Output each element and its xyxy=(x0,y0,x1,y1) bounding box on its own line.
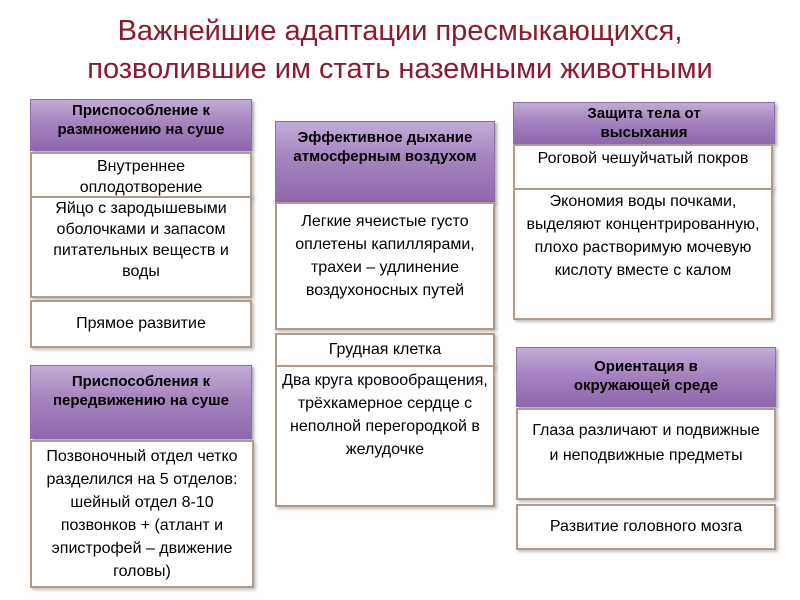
locomotion-item-spine: Позвоночный отдел четко разделился на 5 … xyxy=(30,440,254,588)
reproduction-item-direct-development: Прямое развитие xyxy=(30,300,252,348)
protection-header: Защита тела от высыхания xyxy=(513,102,775,144)
orientation-item-eyes: Глаза различают и подвижные и неподвижны… xyxy=(516,408,776,500)
reproduction-header: Приспособление к размножению на суше xyxy=(30,99,252,151)
title-line-1: Важнейшие адаптации пресмыкающихся, xyxy=(117,15,683,47)
slide-title: Важнейшие адаптации пресмыкающихся, позв… xyxy=(0,12,800,88)
protection-item-scales: Роговой чешуйчатый покров xyxy=(513,144,773,190)
locomotion-header: Приспособления к передвижению на суше xyxy=(30,365,252,439)
title-line-2: позволившие им стать наземными животными xyxy=(87,53,713,85)
breathing-item-chest: Грудная клетка xyxy=(275,333,495,367)
orientation-header: Ориентация в окружающей среде xyxy=(516,347,776,407)
breathing-item-lungs: Легкие ячеистые густо оплетены капилляра… xyxy=(275,202,495,330)
reproduction-item-egg: Яйцо с зародышевыми оболочками и запасом… xyxy=(30,196,252,298)
reproduction-item-internal-fertilization: Внутреннее оплодотворение xyxy=(30,152,252,198)
protection-item-kidneys: Экономия воды почками, выделяют концентр… xyxy=(513,188,773,320)
breathing-item-circulation: Два круга кровообращения, трёхкамерное с… xyxy=(275,365,495,507)
orientation-item-brain: Развитие головного мозга xyxy=(516,504,776,550)
breathing-header: Эффективное дыхание атмосферным воздухом xyxy=(275,121,495,203)
